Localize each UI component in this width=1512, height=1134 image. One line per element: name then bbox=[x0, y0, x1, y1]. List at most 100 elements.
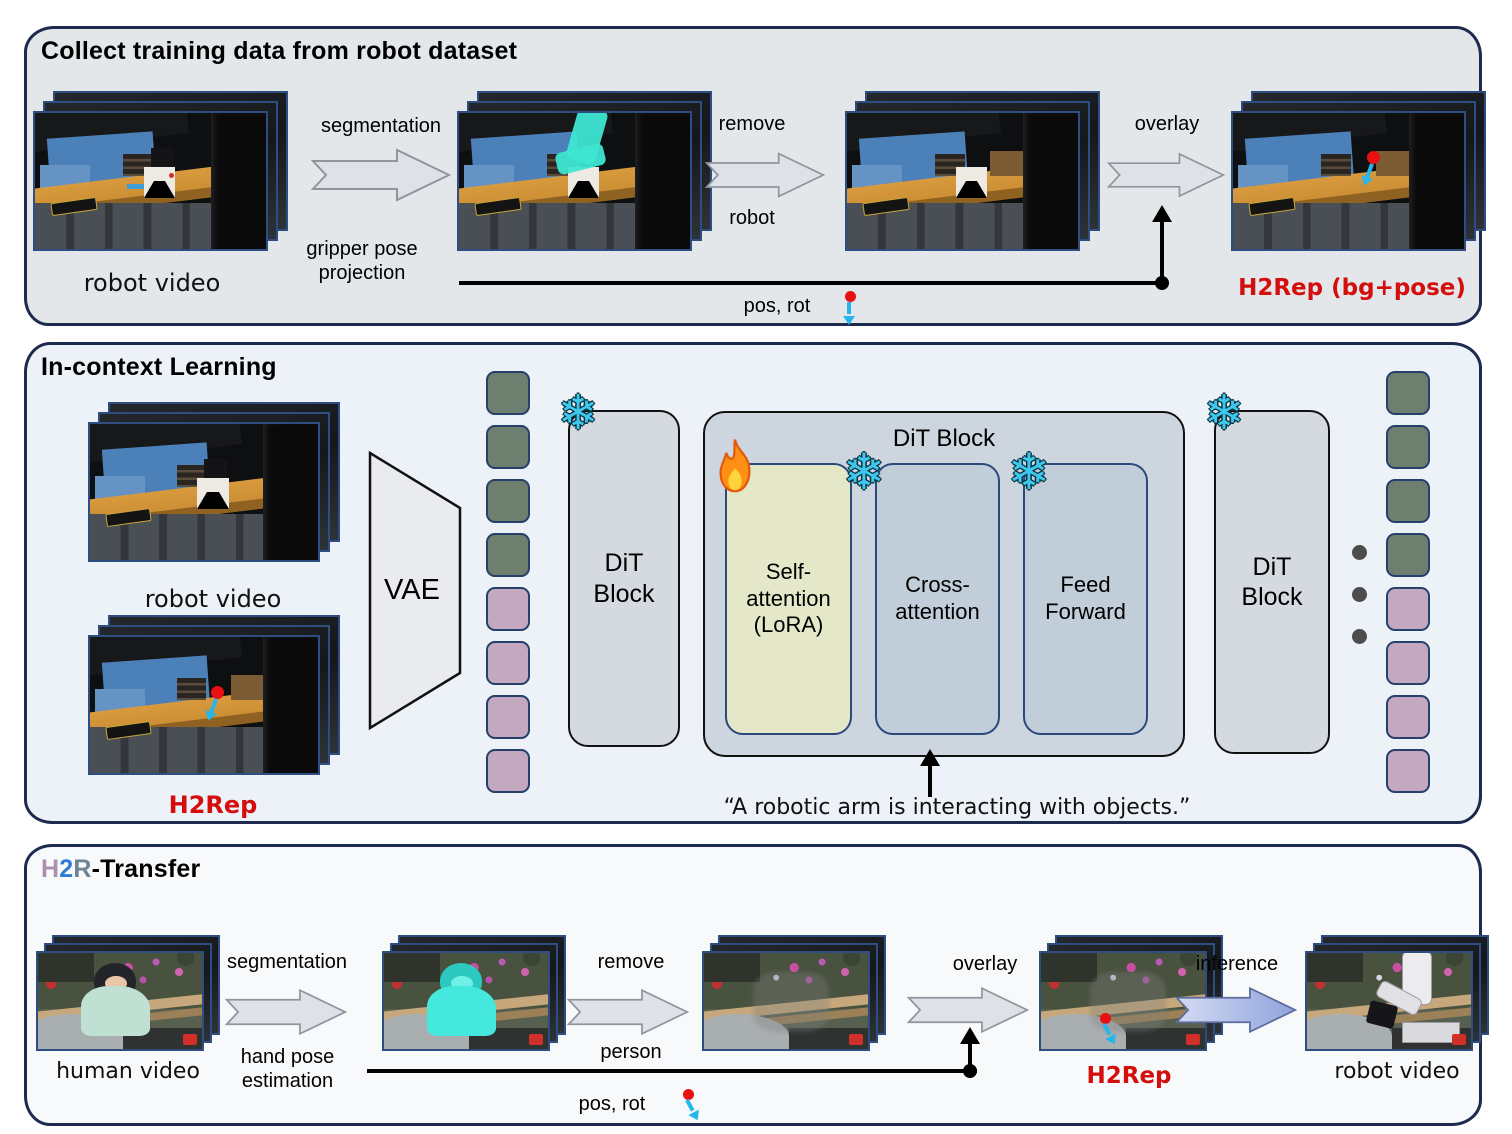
connector-arrowhead-up bbox=[1152, 205, 1172, 222]
watermark-chip bbox=[529, 1034, 544, 1046]
overlay-arrow bbox=[1107, 152, 1225, 198]
remove-label: remove bbox=[597, 951, 665, 973]
latent-token-green bbox=[1386, 371, 1430, 415]
pose-dot-icon bbox=[845, 291, 856, 302]
snowflake-icon: ❄ bbox=[558, 385, 599, 441]
title-letter-r: R bbox=[73, 855, 92, 883]
photo-detail bbox=[1376, 151, 1409, 176]
background-only-photo bbox=[845, 111, 1080, 251]
latent-token-green bbox=[486, 533, 530, 577]
photo-detail bbox=[204, 459, 227, 484]
robot-label: robot bbox=[729, 207, 775, 229]
dot-icon bbox=[1352, 545, 1367, 560]
photo-detail bbox=[263, 424, 318, 560]
person-label: person bbox=[600, 1041, 662, 1063]
photo-detail bbox=[634, 113, 690, 249]
photo-detail bbox=[1022, 113, 1078, 249]
cross-attention-box: Cross- attention bbox=[875, 463, 1000, 735]
watermark-chip bbox=[1186, 1034, 1201, 1046]
pose-dot-icon bbox=[1100, 1012, 1112, 1024]
robot-removed-stack bbox=[845, 91, 1100, 251]
gripper-pose-projection-label: gripper pose projection bbox=[306, 238, 418, 285]
token-column-right bbox=[1386, 371, 1430, 803]
pose-arrow-icon bbox=[685, 1099, 695, 1112]
hand-pose-connector-line bbox=[367, 1069, 977, 1073]
segmentation-label: segmentation bbox=[226, 951, 348, 973]
latent-token-pink bbox=[486, 641, 530, 685]
robot-video-output-photo bbox=[1305, 951, 1473, 1051]
latent-token-pink bbox=[1386, 749, 1430, 793]
overlay-label: overlay bbox=[952, 953, 1018, 975]
text-prompt: “A robotic arm is interacting with objec… bbox=[723, 795, 1191, 820]
connector-arrowhead-up bbox=[960, 1027, 980, 1044]
overlay-arrow bbox=[907, 986, 1029, 1034]
latent-token-pink bbox=[486, 695, 530, 739]
dot-icon bbox=[1352, 629, 1367, 644]
latent-token-green bbox=[486, 425, 530, 469]
latent-token-green bbox=[1386, 425, 1430, 469]
segmented-robot-stack bbox=[457, 91, 712, 251]
h2rep-stack bbox=[88, 615, 340, 775]
human-video-stack bbox=[36, 935, 220, 1051]
watermark-chip bbox=[849, 1034, 864, 1046]
watermark-chip bbox=[183, 1034, 198, 1046]
h2rep-stack bbox=[1231, 91, 1486, 251]
human-video-label: human video bbox=[56, 1059, 200, 1084]
photo-detail bbox=[1041, 953, 1097, 982]
photo-detail bbox=[168, 172, 174, 178]
robot-video-photo bbox=[33, 111, 268, 251]
pose-dot-icon bbox=[1366, 151, 1380, 165]
snowflake-icon: ❄ bbox=[843, 443, 885, 501]
photo-detail bbox=[150, 148, 174, 173]
person-body bbox=[80, 985, 150, 1036]
overlay-label: overlay bbox=[1134, 113, 1200, 135]
photo-detail bbox=[567, 167, 600, 198]
gripper-pose-connector-line bbox=[459, 281, 1165, 285]
watermark-chip bbox=[1452, 1034, 1467, 1046]
hand-pose-connector-vline bbox=[968, 1043, 972, 1073]
segmentation-label: segmentation bbox=[320, 115, 442, 137]
pose-dot-icon bbox=[210, 685, 224, 699]
robot-video-label: robot video bbox=[144, 585, 282, 613]
fire-icon bbox=[719, 439, 751, 493]
photo-detail bbox=[1126, 1027, 1205, 1049]
latent-token-green bbox=[1386, 479, 1430, 523]
vae-label: VAE bbox=[384, 574, 440, 606]
robot-video-output-stack bbox=[1305, 935, 1489, 1051]
ellipsis-dots bbox=[1352, 545, 1367, 644]
pos-rot-label: pos, rot bbox=[578, 1093, 646, 1115]
person-removed-stack bbox=[702, 935, 886, 1051]
prompt-arrowhead-up bbox=[920, 749, 940, 766]
dit-block-container-title: DiT Block bbox=[892, 425, 996, 452]
dit-block-right: DiT Block bbox=[1214, 410, 1330, 754]
h2rep-bg-pose-label: H2Rep (bg+pose) bbox=[1238, 275, 1466, 301]
segmented-person-stack bbox=[382, 935, 566, 1051]
robot-video-label: robot video bbox=[1334, 1059, 1460, 1084]
inference-label: inference bbox=[1195, 953, 1279, 975]
remove-robot-arrow bbox=[705, 152, 825, 198]
latent-token-pink bbox=[1386, 587, 1430, 631]
dit-block-left: DiT Block bbox=[568, 410, 680, 747]
photo-detail bbox=[231, 675, 264, 700]
photo-detail bbox=[704, 1014, 790, 1049]
gripper-pose-connector-vline bbox=[1160, 221, 1164, 283]
photo-detail bbox=[789, 1027, 868, 1049]
photo-detail bbox=[955, 167, 988, 198]
panel-collect-title: Collect training data from robot dataset bbox=[41, 37, 518, 65]
panel-in-context-learning: In-context Learning robot video bbox=[24, 342, 1482, 824]
connector-junction-dot bbox=[1155, 276, 1169, 290]
robot-video-label: robot video bbox=[83, 269, 221, 297]
pos-rot-label: pos, rot bbox=[743, 295, 811, 317]
panel-transfer-title: H2R-Transfer bbox=[41, 855, 200, 884]
latent-token-pink bbox=[1386, 695, 1430, 739]
latent-token-green bbox=[486, 479, 530, 523]
feed-forward-box: Feed Forward bbox=[1023, 463, 1148, 735]
inference-arrow bbox=[1175, 986, 1297, 1034]
snowflake-icon: ❄ bbox=[1008, 443, 1050, 501]
dit-block-container: DiT Block ❄ ❄ Self- attention (LoRA) Cro… bbox=[703, 411, 1185, 757]
remove-label: remove bbox=[718, 113, 786, 135]
pose-arrow-icon bbox=[843, 302, 855, 325]
hand-pose-estimation-label: hand pose estimation bbox=[240, 1046, 335, 1093]
token-column-left bbox=[486, 371, 530, 803]
